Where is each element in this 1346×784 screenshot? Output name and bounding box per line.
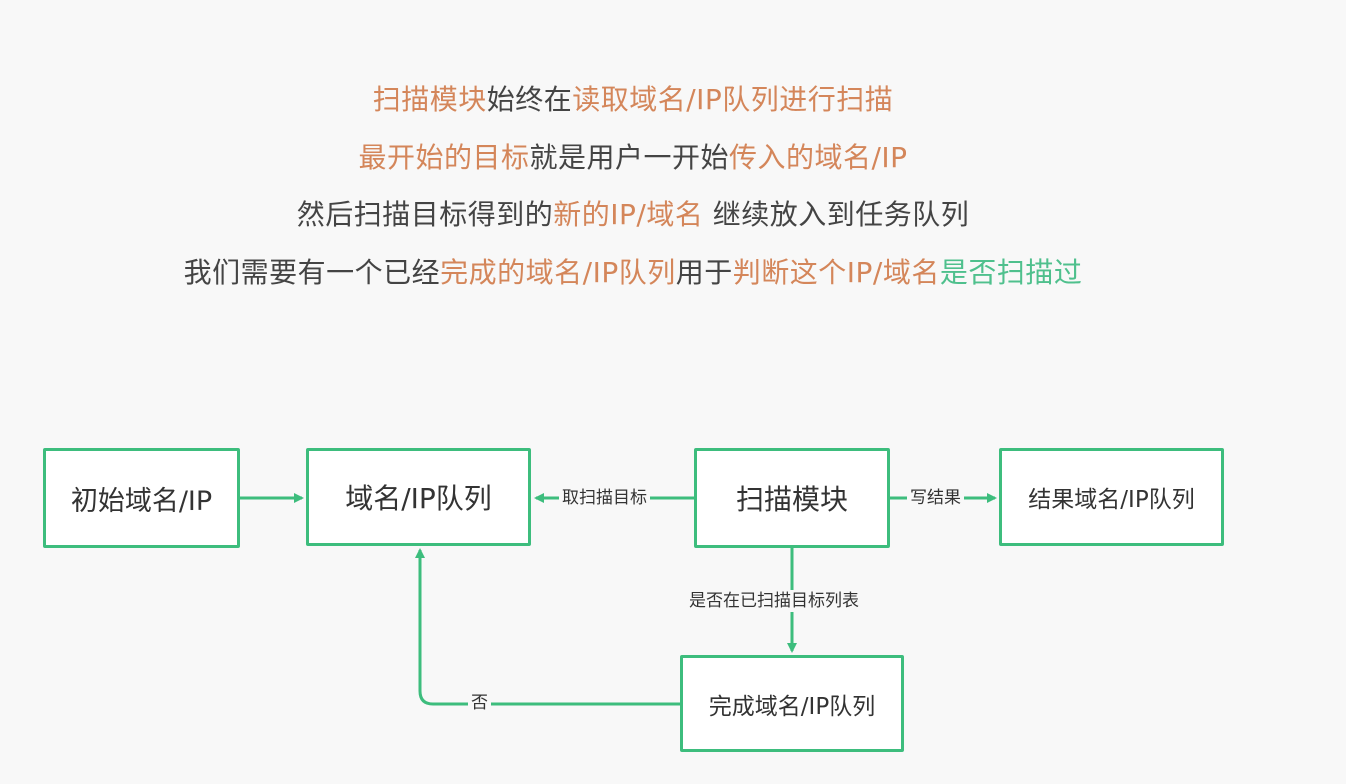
node-queue: 域名/IP队列	[306, 448, 531, 546]
node-scanner: 扫描模块	[694, 448, 890, 548]
node-result: 结果域名/IP队列	[999, 448, 1224, 546]
node-queue-label: 域名/IP队列	[345, 482, 492, 515]
text-line-2: 最开始的目标就是用户一开始传入的域名/IP	[0, 136, 1266, 176]
text-segment: 是否扫描过	[939, 256, 1083, 289]
edge-label-take-target: 取扫描目标	[559, 487, 650, 509]
edge-done-to-queue	[415, 548, 680, 706]
node-result-label: 结果域名/IP队列	[1028, 487, 1195, 513]
text-segment: 我们需要有一个已经	[183, 256, 441, 289]
text-segment: 用于	[675, 256, 733, 289]
edge-label-write-result: 写结果	[907, 487, 964, 509]
text-segment: 读取域名/IP队列进行扫描	[572, 83, 894, 116]
text-segment: 判断这个IP/域名	[732, 256, 940, 289]
node-initial: 初始域名/IP	[43, 448, 240, 548]
text-line-3: 然后扫描目标得到的新的IP/域名 继续放入到任务队列	[0, 193, 1266, 233]
text-line-4: 我们需要有一个已经完成的域名/IP队列用于判断这个IP/域名是否扫描过	[0, 251, 1266, 291]
text-segment: 然后扫描目标得到的	[296, 198, 554, 231]
node-done-label: 完成域名/IP队列	[708, 693, 876, 720]
text-segment: 传入的域名/IP	[728, 141, 908, 174]
node-scanner-label: 扫描模块	[735, 483, 848, 516]
text-segment: 完成的域名/IP队列	[440, 256, 676, 289]
text-segment: 扫描模块	[372, 83, 487, 116]
node-done: 完成域名/IP队列	[680, 655, 904, 752]
edge-label-no: 否	[468, 692, 491, 714]
text-line-1: 扫描模块始终在读取域名/IP队列进行扫描	[0, 78, 1266, 118]
node-initial-label: 初始域名/IP	[70, 485, 213, 517]
edge-label-check-scanned: 是否在已扫描目标列表	[686, 590, 862, 612]
text-segment: 新的IP/域名	[553, 198, 704, 231]
text-segment: 始终在	[486, 83, 573, 116]
text-segment: 就是用户一开始	[529, 141, 729, 174]
text-segment: 继续放入到任务队列	[703, 198, 970, 231]
text-segment: 最开始的目标	[358, 141, 530, 174]
